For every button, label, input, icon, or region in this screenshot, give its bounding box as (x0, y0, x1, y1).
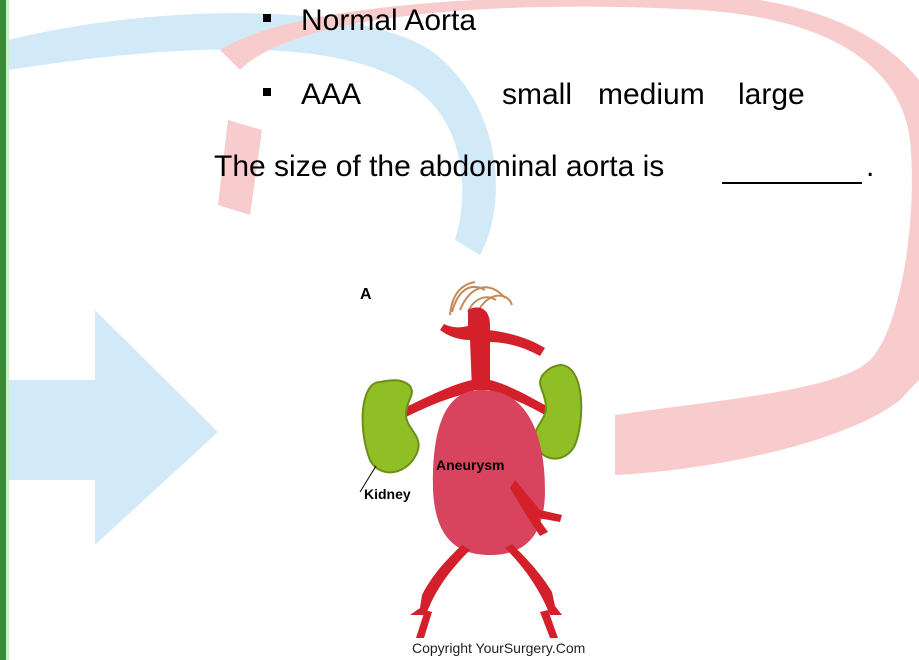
right-iliac-artery (505, 544, 562, 615)
bullet-normal-label: Normal Aorta (301, 4, 476, 37)
question-text: The size of the abdominal aorta is (214, 150, 664, 184)
aaa-option-large: large (738, 78, 805, 112)
bullet-aaa: AAA (263, 78, 361, 112)
answer-blank (722, 182, 862, 184)
aneurysm-illustration (340, 270, 600, 640)
bullet-square-icon (263, 14, 271, 22)
figure-letter: A (360, 286, 372, 304)
left-iliac-artery (410, 545, 470, 615)
bullet-normal-aorta: Normal Aorta (263, 4, 476, 38)
copyright-text: Copyright YourSurgery.Com (412, 640, 585, 656)
bullet-square-icon (263, 88, 271, 96)
aaa-option-small: small (502, 78, 572, 112)
blue-arrow (8, 310, 218, 545)
aaa-option-medium: medium (598, 78, 705, 112)
aneurysm-label: Aneurysm (436, 457, 504, 473)
celiac-branch (488, 330, 545, 356)
question-period: . (866, 150, 874, 184)
upper-aorta (440, 307, 490, 390)
left-kidney (363, 380, 419, 472)
iliac-branches (416, 610, 558, 638)
kidney-label: Kidney (364, 486, 411, 502)
left-accent-bar-light (6, 0, 9, 660)
bullet-aaa-label: AAA (301, 78, 361, 111)
